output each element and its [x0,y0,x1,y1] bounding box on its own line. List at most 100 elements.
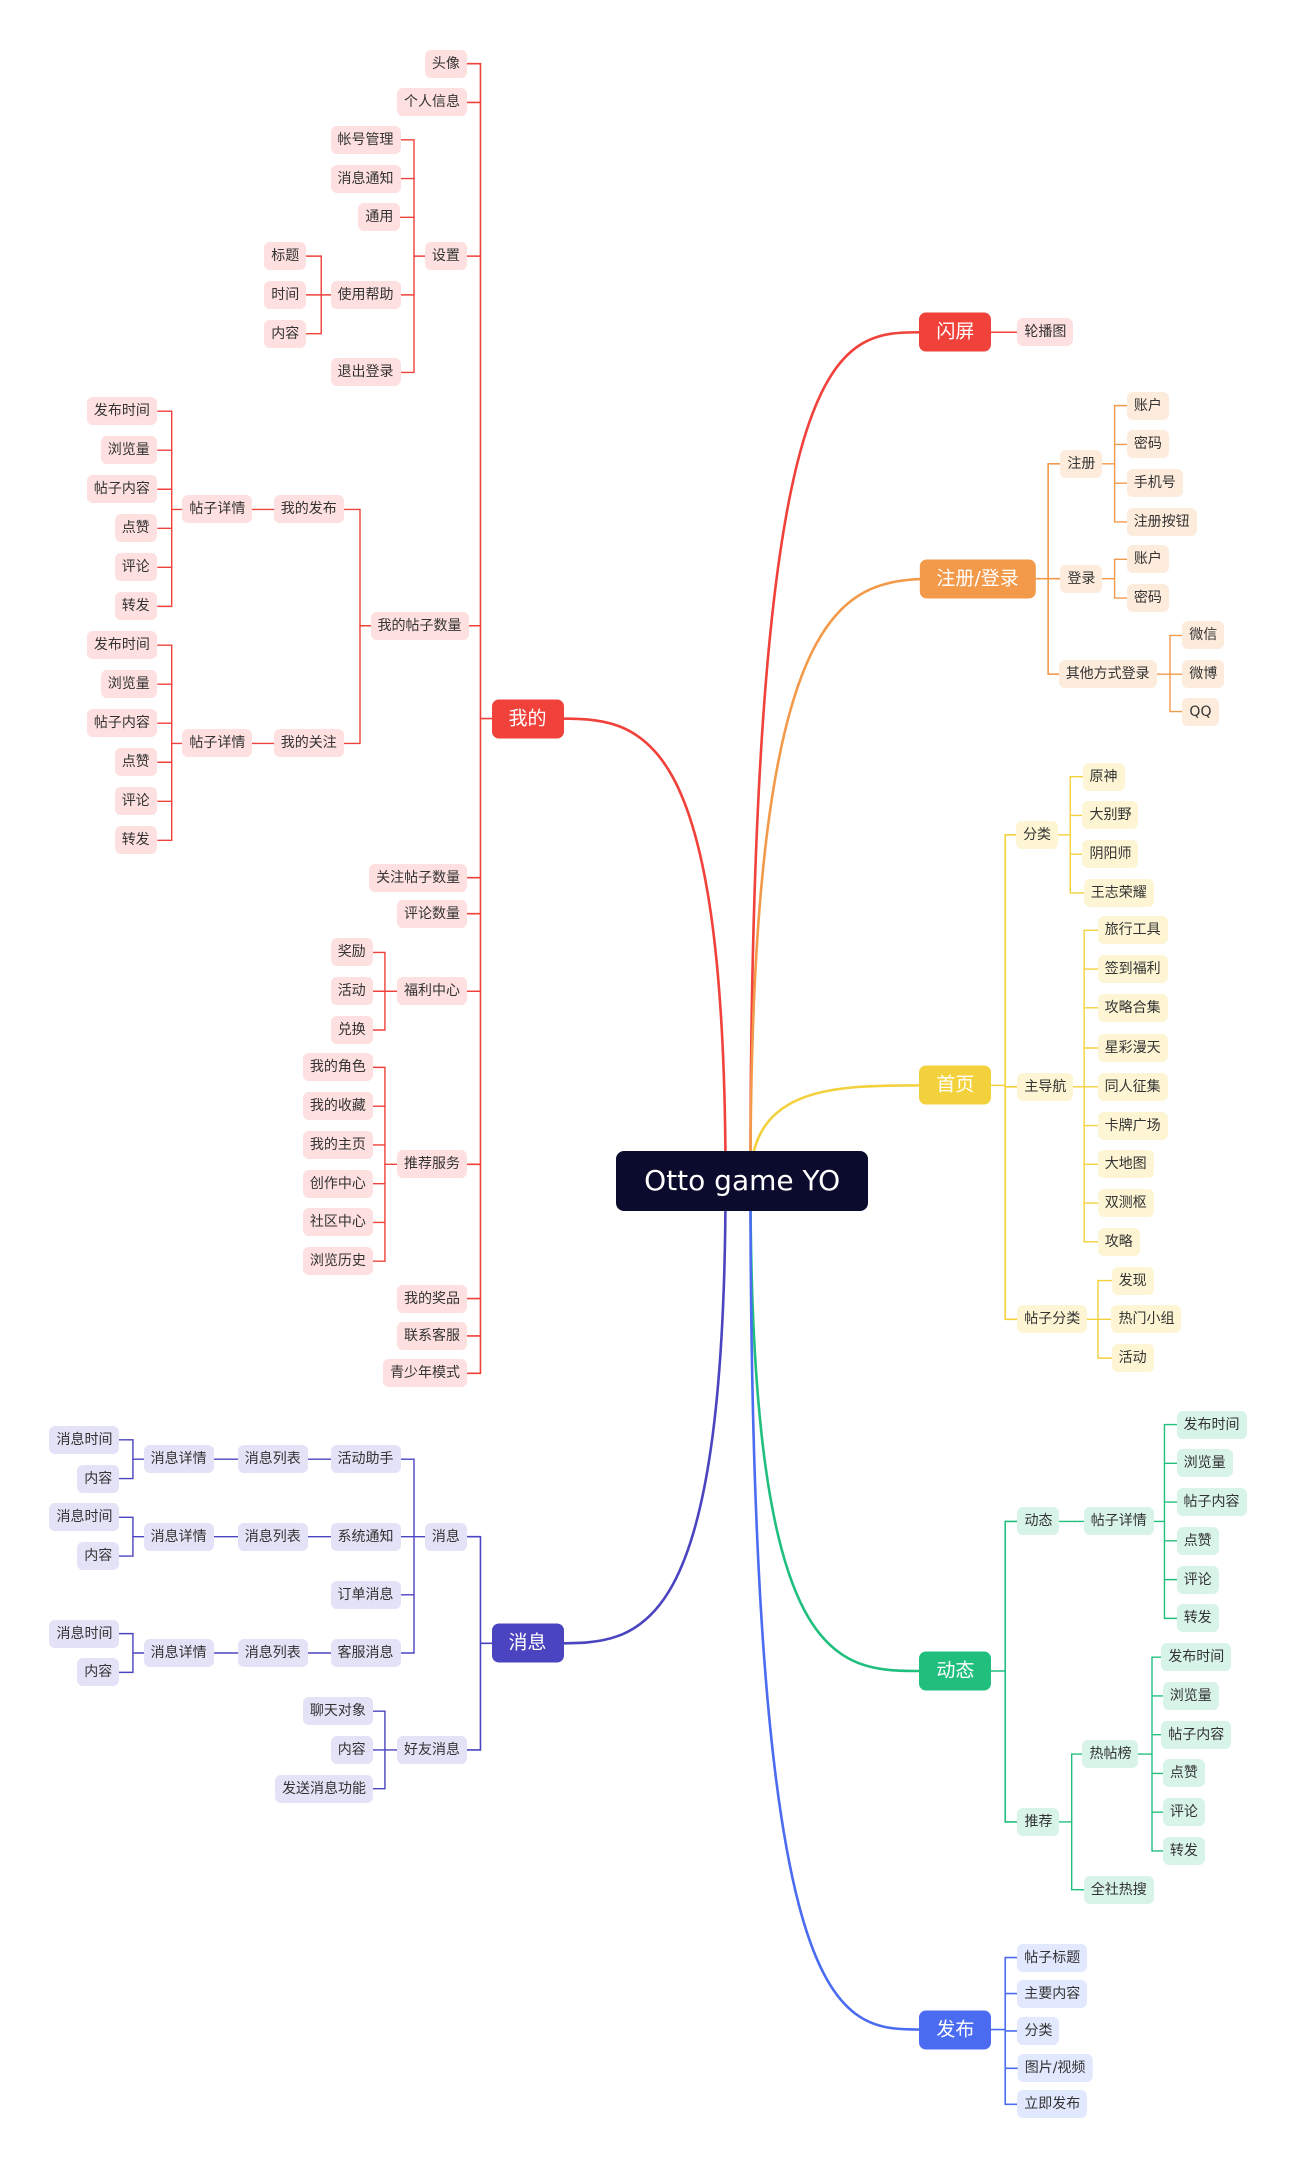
friend-send-function[interactable]: 发送消息功能 [275,1774,373,1803]
welfare-item-2[interactable]: 兑换 [330,1016,373,1044]
post-category-hot-groups[interactable]: 热门小组 [1111,1305,1182,1334]
feed-detail-item-4[interactable]: 评论 [1176,1565,1219,1594]
main-nav-item-8[interactable]: 攻略 [1097,1227,1140,1256]
root-topic[interactable]: Otto game YO [616,1150,869,1211]
inbox-type-1[interactable]: 系统通知 [330,1522,401,1551]
service-item-4[interactable]: 社区中心 [302,1208,373,1237]
msg-time-0[interactable]: 消息时间 [49,1425,120,1454]
post-detail-1-item-1[interactable]: 浏览量 [100,670,157,699]
category-item-0[interactable]: 原神 [1082,762,1125,791]
register-field-0[interactable]: 账户 [1126,391,1169,420]
branch-mine[interactable]: 我的 [491,699,564,738]
auth-other-login[interactable]: 其他方式登录 [1058,660,1157,689]
feed-detail-item-2[interactable]: 帖子内容 [1176,1488,1247,1517]
settings-item-2[interactable]: 通用 [358,203,401,232]
login-weibo[interactable]: 微博 [1182,660,1225,689]
auth-register[interactable]: 注册 [1060,449,1103,478]
hot-list-item-2[interactable]: 帖子内容 [1161,1720,1232,1749]
welfare-item-1[interactable]: 活动 [330,977,373,1006]
hot-list-item-5[interactable]: 转发 [1162,1836,1205,1865]
mine-item-8[interactable]: 我的奖品 [397,1284,467,1313]
hot-list-item-4[interactable]: 评论 [1162,1798,1205,1827]
main-nav-item-3[interactable]: 星彩漫天 [1097,1034,1168,1062]
msg-content-0[interactable]: 内容 [77,1464,120,1493]
branch-home[interactable]: 首页 [919,1065,992,1105]
help-item-1[interactable]: 时间 [264,280,307,309]
msg-list-0[interactable]: 消息列表 [237,1445,308,1474]
branch-feed[interactable]: 动态 [919,1651,992,1691]
main-nav-item-1[interactable]: 签到福利 [1097,955,1168,984]
msg-detail-3[interactable]: 消息详情 [143,1638,214,1667]
settings-item-3[interactable]: 使用帮助 [330,280,401,309]
post-detail-0-item-5[interactable]: 转发 [114,592,157,621]
settings-item-4[interactable]: 退出登录 [330,358,401,387]
service-item-2[interactable]: 我的主页 [302,1130,373,1159]
service-item-3[interactable]: 创作中心 [302,1169,373,1198]
hot-list-item-1[interactable]: 浏览量 [1162,1681,1219,1710]
main-nav-item-0[interactable]: 旅行工具 [1097,916,1168,945]
settings-item-1[interactable]: 消息通知 [330,164,401,193]
login-password[interactable]: 密码 [1126,584,1169,613]
category-item-1[interactable]: 大别野 [1082,801,1139,830]
publish-item-1[interactable]: 主要内容 [1017,1979,1088,2008]
feed-recommend[interactable]: 推荐 [1017,1807,1060,1836]
register-field-3[interactable]: 注册按钮 [1126,507,1197,536]
feed-hot-list[interactable]: 热帖榜 [1082,1740,1139,1769]
msg-time-1[interactable]: 消息时间 [49,1503,120,1532]
msg-content-3[interactable]: 内容 [77,1658,120,1687]
hot-list-item-0[interactable]: 发布时间 [1161,1643,1232,1672]
branch-publish[interactable]: 发布 [919,2010,992,2050]
service-item-5[interactable]: 浏览历史 [302,1247,373,1276]
mine-item-5[interactable]: 评论数量 [397,899,467,928]
inbox-type-0[interactable]: 活动助手 [330,1445,401,1474]
login-account[interactable]: 账户 [1126,545,1169,574]
publish-item-3[interactable]: 图片/视频 [1017,2054,1093,2083]
branch-messages[interactable]: 消息 [491,1623,564,1663]
category-item-3[interactable]: 王志荣耀 [1083,878,1154,907]
hot-list-item-3[interactable]: 点赞 [1162,1759,1205,1788]
inbox-type-2[interactable]: 订单消息 [330,1580,401,1609]
welfare-item-0[interactable]: 奖励 [330,938,373,967]
branch-auth[interactable]: 注册/登录 [919,559,1036,599]
post-detail-0[interactable]: 帖子详情 [182,495,253,524]
help-item-2[interactable]: 内容 [264,319,307,348]
home-post-category[interactable]: 帖子分类 [1017,1305,1088,1334]
feed-detail-item-5[interactable]: 转发 [1176,1604,1219,1633]
msg-time-3[interactable]: 消息时间 [49,1619,120,1648]
mine-item-10[interactable]: 青少年模式 [383,1359,468,1388]
publish-item-4[interactable]: 立即发布 [1017,2090,1088,2119]
feed-detail-item-1[interactable]: 浏览量 [1176,1449,1233,1478]
feed-detail-item-3[interactable]: 点赞 [1176,1526,1219,1555]
settings-item-0[interactable]: 帐号管理 [330,125,401,154]
register-field-1[interactable]: 密码 [1126,430,1169,459]
msg-detail-1[interactable]: 消息详情 [143,1522,214,1551]
feed-hot-search[interactable]: 全社热搜 [1083,1875,1154,1904]
main-nav-item-2[interactable]: 攻略合集 [1097,993,1168,1022]
mine-item-2[interactable]: 设置 [424,242,467,271]
post-detail-0-item-2[interactable]: 帖子内容 [86,475,157,504]
msg-list-3[interactable]: 消息列表 [237,1638,308,1667]
post-detail-1-item-4[interactable]: 评论 [114,787,157,816]
service-item-1[interactable]: 我的收藏 [302,1092,373,1121]
home-category[interactable]: 分类 [1016,820,1059,849]
messages-inbox[interactable]: 消息 [424,1522,467,1551]
home-main-nav[interactable]: 主导航 [1017,1072,1074,1101]
post-category-discover[interactable]: 发现 [1111,1266,1154,1295]
msg-content-1[interactable]: 内容 [77,1542,120,1571]
mine-item-7[interactable]: 推荐服务 [397,1150,467,1179]
mine-item-0[interactable]: 头像 [424,49,467,78]
feed-post-detail[interactable]: 帖子详情 [1083,1507,1154,1536]
register-field-2[interactable]: 手机号 [1126,469,1183,498]
mine-item-1[interactable]: 个人信息 [397,88,467,117]
my-follow[interactable]: 我的关注 [273,729,344,758]
help-item-0[interactable]: 标题 [264,242,307,271]
post-detail-1-item-5[interactable]: 转发 [114,826,157,855]
splash-carousel[interactable]: 轮播图 [1017,318,1074,347]
post-category-activity[interactable]: 活动 [1111,1344,1154,1373]
category-item-2[interactable]: 阴阳师 [1082,840,1139,869]
post-detail-0-item-4[interactable]: 评论 [114,553,157,582]
publish-item-0[interactable]: 帖子标题 [1017,1943,1088,1972]
post-detail-1-item-3[interactable]: 点赞 [114,748,157,777]
login-wechat[interactable]: 微信 [1182,621,1225,650]
feed-dynamic[interactable]: 动态 [1017,1507,1060,1536]
